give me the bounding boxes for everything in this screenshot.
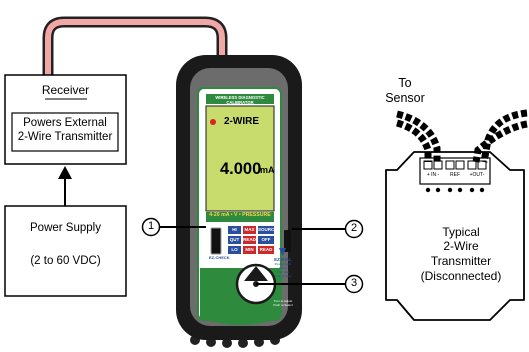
key-qut-label: QUT [229, 237, 240, 242]
key-max[interactable] [243, 226, 256, 234]
dial-caption1: Turn to Adjust [273, 299, 293, 303]
key-source-label: SOURCE [258, 227, 278, 232]
callout-1-circle [141, 217, 161, 237]
key-off[interactable] [258, 236, 274, 244]
brand-sub1: Push & Hold [274, 262, 292, 266]
lcd-screen [205, 105, 275, 212]
receiver-inner-box [11, 112, 119, 152]
calibrator-device [176, 55, 302, 348]
terminal-label-out: +OUT- [469, 172, 485, 178]
right-switch[interactable] [284, 230, 291, 252]
receiver-subtitle-line2: 2-Wire Transmitter [17, 131, 113, 143]
lcd-reading-unit: mA [260, 165, 275, 175]
key-hi[interactable] [228, 226, 241, 234]
terminal-screws [423, 160, 487, 170]
transmitter-line2: 2-Wire [443, 239, 479, 253]
terminal-label-ref: REF [450, 172, 460, 178]
callout-2-circle [344, 219, 364, 239]
transmitter-housing [385, 151, 525, 321]
sensor-wire-left-outer [396, 110, 441, 162]
callout-3-circle [344, 274, 364, 294]
receiver-subtitle-line1: Powers External [23, 117, 107, 129]
ez-check-label: EZ-CHECK [209, 255, 230, 260]
callout-2-number: 2 [350, 222, 358, 234]
power-supply-title: Power Supply [30, 222, 101, 234]
callout-1-number: 1 [147, 220, 155, 232]
calibrator-header: WIRELESS DIAGNOSTIC CALIBRATOR [215, 95, 265, 105]
supply-arrowhead [58, 166, 72, 179]
transmitter-line3: Transmitter [430, 254, 492, 268]
transmitter-line4: (Disconnected) [420, 269, 502, 283]
key-min-label: MIN [245, 247, 254, 252]
brand-sub2: Menu [279, 266, 287, 270]
key-lo[interactable] [228, 246, 241, 254]
terminal-label-in: + IN - [426, 172, 440, 178]
dial-indicator [244, 266, 268, 281]
terminal-pins [425, 187, 485, 193]
sensor-wire-left-inner [395, 119, 432, 162]
brand-name: EZ-DIAL [274, 257, 292, 262]
power-supply-range: (2 to 60 VDC) [30, 255, 101, 267]
key-off-label: OFF [261, 237, 271, 242]
key-min[interactable] [243, 246, 256, 254]
range-label: 4-20 mA • V • PRESSURE [209, 212, 271, 218]
key-read2-label: READ [259, 247, 273, 252]
range-band [206, 212, 274, 222]
key-read2[interactable] [258, 246, 274, 254]
key-read1[interactable] [243, 236, 256, 244]
brand-logo-icon [279, 248, 286, 256]
sensor-label-line2: Sensor [385, 91, 425, 105]
lcd-reading-value: 4.000 [220, 160, 262, 178]
key-source[interactable] [258, 226, 274, 234]
key-qut[interactable] [228, 236, 241, 244]
sensor-label-line1: To [398, 76, 412, 90]
brand-sub4: Push & Save [274, 274, 292, 278]
callout-3-number: 3 [350, 277, 358, 289]
brand-sub3: Turn Dial [276, 270, 290, 274]
receiver-title: Receiver [41, 83, 90, 97]
lcd-mode: 2-WIRE [224, 116, 259, 127]
key-max-label: MAX [244, 227, 255, 232]
calibrator-header-band [206, 94, 274, 104]
dial-caption2: Push to Select [273, 303, 293, 307]
sensor-wire-right-outer [480, 109, 528, 163]
power-icon [210, 119, 216, 125]
left-switch[interactable] [210, 227, 222, 255]
transmitter-line1: Typical [442, 225, 480, 239]
sensor-wire-right-inner [472, 120, 528, 163]
key-hi-label: HI [232, 227, 237, 232]
cable-inner [45, 19, 225, 75]
key-read1-label: READ [243, 237, 256, 242]
power-supply-box [4, 205, 127, 297]
key-lo-label: LO [231, 247, 238, 252]
